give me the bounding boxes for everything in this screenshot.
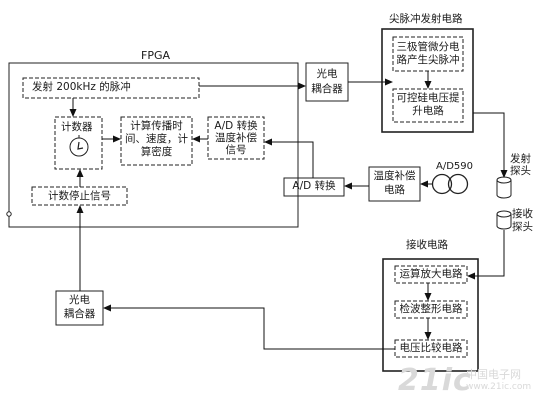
count-stop-box	[31, 186, 128, 206]
watermark-site-cn: 中国电子网	[466, 368, 521, 381]
count-stop-label: 计数停止信号	[48, 190, 111, 202]
triode-line2: 路产生尖脉冲	[396, 54, 460, 66]
boost-line1: 可控硅电压提	[396, 92, 460, 104]
tx-probe-line2: 探头	[510, 165, 531, 177]
optocoupler-top-line1: 光电	[316, 68, 338, 80]
fpga-boundary	[8, 62, 299, 228]
fpga-title: FPGA	[141, 49, 171, 62]
ad590-label: A/D590	[436, 161, 473, 172]
opamp-label: 运算放大电路	[399, 268, 463, 280]
emit-pulse-box	[22, 77, 200, 99]
pulse-circuit-title: 尖脉冲发射电路	[389, 13, 463, 25]
rx-probe-line1: 接收	[512, 208, 533, 220]
detect-shape-box	[394, 300, 468, 319]
compute-label-line1: 计算传播时	[130, 120, 183, 132]
temp-comp-line1: 温度补偿	[373, 170, 416, 182]
ad-convert-label: A/D 转换	[292, 180, 336, 192]
triode-line1: 三极管微分电	[396, 41, 460, 53]
watermark-brand: 21ic	[398, 363, 472, 398]
tx-probe-icon	[496, 180, 512, 199]
adc-label-line1: A/D 转换	[214, 120, 258, 132]
optocoupler-bottom-line2: 耦合器	[63, 308, 96, 320]
boost-box	[392, 88, 464, 123]
adc-in-fpga-box	[207, 116, 265, 160]
adc-label-line3: 信号	[225, 144, 247, 156]
stopwatch-icon	[69, 137, 89, 157]
tx-probe-line1: 发射	[510, 153, 531, 165]
detect-shape-label: 检波整形电路	[399, 303, 463, 315]
receive-circuit-boundary	[382, 258, 479, 372]
emit-pulse-label: 发射 200kHz 的脉冲	[32, 81, 131, 93]
rx-probe-icon	[496, 214, 512, 230]
watermark-site-url: www.21ic.com	[466, 382, 532, 392]
boost-line2: 升电路	[412, 105, 444, 117]
rx-probe-line2: 探头	[512, 221, 533, 233]
compute-label-line3: 算密度	[140, 146, 173, 158]
ad590-sensor-right	[447, 173, 469, 195]
counter-label: 计数器	[61, 121, 93, 133]
optocoupler-top-line2: 耦合器	[311, 83, 343, 95]
pulse-circuit-boundary	[381, 28, 474, 133]
compare-label: 电压比较电路	[399, 342, 463, 354]
compute-label-line2: 间、速度，计	[125, 133, 188, 145]
fpga-corner-marker	[6, 211, 12, 217]
optocoupler-bottom-line1: 光电	[69, 294, 90, 306]
temp-comp-line2: 电路	[384, 184, 405, 196]
adc-label-line2: 温度补偿	[215, 132, 257, 144]
receive-circuit-title: 接收电路	[406, 239, 448, 251]
compute-box	[120, 116, 193, 166]
